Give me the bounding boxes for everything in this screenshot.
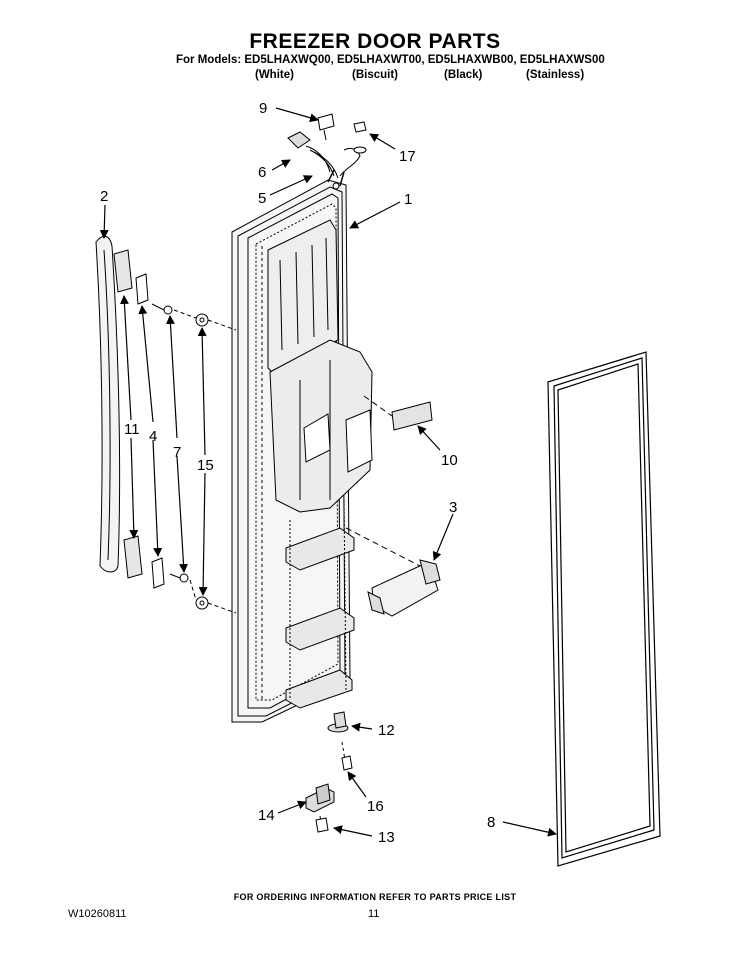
- callout-2: 2: [100, 188, 108, 205]
- trim-strip: [363, 395, 433, 431]
- screw-17: [353, 121, 367, 133]
- callout-6: 6: [258, 164, 266, 181]
- page-number: 11: [368, 908, 380, 920]
- callout-13: 13: [378, 829, 395, 846]
- callout-7: 7: [173, 444, 181, 461]
- callout-16: 16: [367, 798, 384, 815]
- page-title: FREEZER DOOR PARTS: [249, 30, 501, 53]
- callout-15: 15: [197, 457, 214, 474]
- models-line: For Models: ED5LHAXWQ00, ED5LHAXWT00, ED…: [176, 54, 605, 66]
- callout-8: 8: [487, 814, 495, 831]
- door-bin: [345, 527, 441, 617]
- callout-5: 5: [258, 190, 266, 207]
- top-hardware: [287, 113, 367, 179]
- callout-11: 11: [124, 421, 140, 438]
- hinge-hardware: [305, 711, 353, 833]
- wire-connector-6: [287, 131, 311, 149]
- handle-mounting-hardware: [113, 249, 237, 614]
- callout-4: 4: [149, 428, 157, 445]
- document-number: W10260811: [68, 908, 127, 920]
- ordering-note: FOR ORDERING INFORMATION REFER TO PARTS …: [233, 892, 517, 902]
- handle: [95, 235, 121, 573]
- callout-10: 10: [441, 452, 458, 469]
- callout-12: 12: [378, 722, 395, 739]
- screw-9: [317, 113, 335, 131]
- variant-stainless: (Stainless): [526, 69, 585, 81]
- callout-17: 17: [399, 148, 416, 165]
- callout-numbers: 9 17 6 5 1 2 11 4 7 15 10 3 12 16 14 13 …: [100, 100, 495, 846]
- variant-white: (White): [255, 69, 294, 81]
- callout-14: 14: [258, 807, 275, 824]
- callout-leaders: [99, 107, 557, 837]
- door-gasket: [547, 351, 661, 867]
- variant-biscuit: (Biscuit): [352, 69, 398, 81]
- washer-17: [353, 146, 367, 154]
- callout-1: 1: [404, 191, 412, 208]
- callout-3: 3: [449, 499, 457, 516]
- door-panel: [231, 169, 373, 723]
- variant-black: (Black): [444, 69, 483, 81]
- callout-9: 9: [259, 100, 267, 117]
